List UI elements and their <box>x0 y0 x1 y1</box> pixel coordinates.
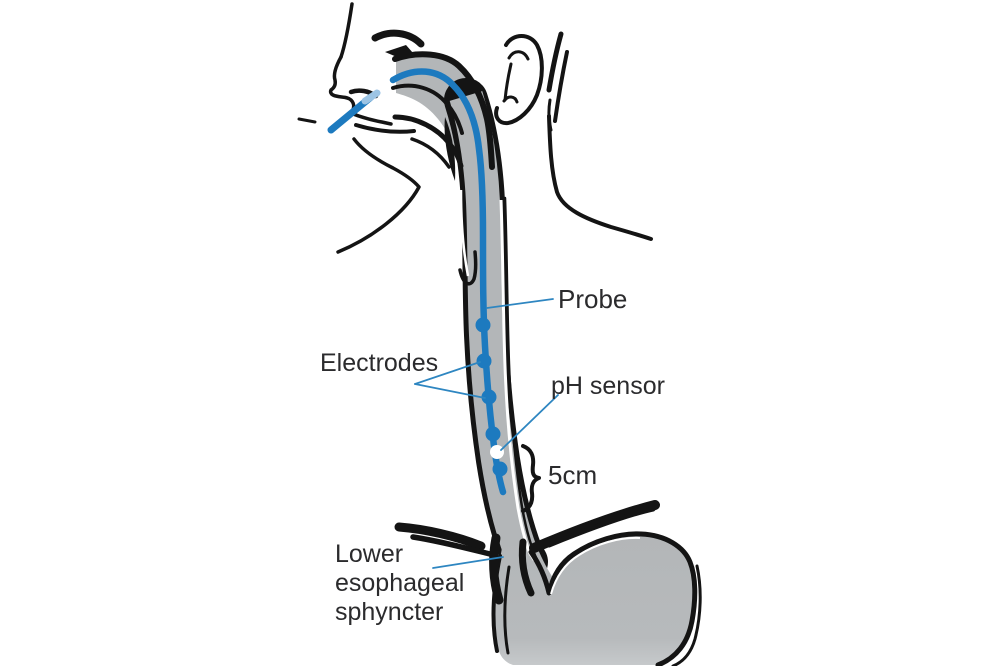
hair-stroke-2 <box>553 50 569 123</box>
les-label-line-3: sphyncter <box>335 598 443 626</box>
ear-inner-line-3 <box>502 95 519 104</box>
les-label-line-2: esophageal <box>335 569 464 597</box>
ph-sensor-dot <box>490 445 504 459</box>
larynx-u-line <box>458 250 478 286</box>
distance-bracket <box>521 444 541 513</box>
neck-shoulder-right-line <box>547 114 653 241</box>
eyebrow-stroke <box>371 29 425 48</box>
mouth-line <box>354 123 416 134</box>
electrodes-leader-line-lower <box>414 383 486 399</box>
probe-leader-line <box>486 298 554 309</box>
diaphragm-right-stroke-2 <box>546 506 656 548</box>
stomach-right-outer-line <box>671 564 702 666</box>
diaphragm-left-stroke <box>394 522 486 551</box>
les-label-line-1: Lower <box>335 540 403 568</box>
soft-palate-line <box>391 83 464 135</box>
ear-inner-line-1 <box>507 50 530 61</box>
fundus-inner-highlight <box>550 536 641 595</box>
stomach <box>491 531 702 666</box>
esophagus-tract <box>391 51 555 599</box>
probe-device <box>327 68 508 496</box>
electrodes-leader-line-upper <box>414 361 481 385</box>
esophagus-left-wall-gap <box>459 189 470 277</box>
forehead-line <box>339 2 354 59</box>
cheek-dash <box>297 117 317 124</box>
esophagus-right-outer-line <box>503 196 540 564</box>
stomach-fill <box>494 531 696 665</box>
ear-outer-line <box>494 34 544 126</box>
upper-lip-line <box>349 111 393 126</box>
cardia-left-wall <box>491 554 502 653</box>
ph-sensor-leader-line <box>500 394 559 451</box>
annotations: Probe Electrodes pH sensor 5cm Lower eso… <box>320 284 665 626</box>
nasopharynx-outline <box>392 51 495 170</box>
hair-stroke-1 <box>546 31 564 93</box>
probe-label: Probe <box>558 284 627 314</box>
electrodes-label: Electrodes <box>320 349 438 377</box>
cardia-left-wall-inner <box>503 565 511 655</box>
ear-inner-line-2 <box>503 62 513 102</box>
diaphragm-left-stroke-2 <box>410 534 493 557</box>
nose-profile-line <box>328 55 356 115</box>
probe-nostril-tip <box>361 89 381 105</box>
electrode-dot-3 <box>481 389 497 405</box>
les-leader-line <box>432 556 504 569</box>
les-wall-left <box>489 533 504 605</box>
diaphragm <box>394 500 660 605</box>
epiglottis-shape <box>444 117 456 181</box>
stomach-outline <box>528 531 698 666</box>
electrode-dot-2 <box>476 353 492 369</box>
diaphragm-right-stroke <box>529 500 660 553</box>
les-wall-right <box>518 538 535 597</box>
ph-sensor-label: pH sensor <box>551 372 665 400</box>
electrode-dot-5 <box>492 461 508 477</box>
chin-neck-line <box>336 137 421 254</box>
eye-shape <box>385 45 413 57</box>
esophagus-right-wall-gap <box>499 199 535 562</box>
pharynx-line <box>410 137 451 169</box>
electrode-dot-4 <box>485 426 501 442</box>
electrode-dot-1 <box>475 317 491 333</box>
head-outline <box>297 2 653 254</box>
distance-label: 5cm <box>548 460 597 490</box>
